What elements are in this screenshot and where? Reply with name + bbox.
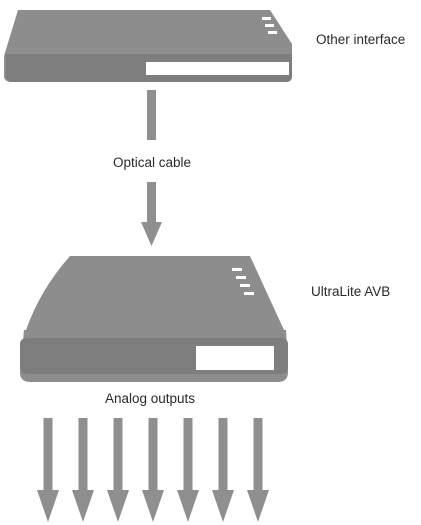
ultralite-avb-device xyxy=(20,256,288,382)
other-interface-device xyxy=(4,10,292,82)
analog-output-arrow xyxy=(247,418,269,522)
other-interface-connector xyxy=(282,62,289,75)
ultralite-avb-vent-slots xyxy=(232,268,254,295)
analog-output-arrow xyxy=(212,418,234,522)
optical-cable-label: Optical cable xyxy=(113,155,191,170)
other-interface-label: Other interface xyxy=(316,32,405,47)
analog-output-arrow xyxy=(142,418,164,522)
other-interface-front-panel xyxy=(146,62,282,75)
analog-output-arrows xyxy=(37,418,269,522)
ultralite-avb-label: UltraLite AVB xyxy=(311,284,390,299)
other-interface-vent-slots xyxy=(262,17,277,34)
analog-output-arrow xyxy=(107,418,129,522)
analog-output-arrow xyxy=(37,418,59,522)
optical-cable-arrow xyxy=(141,182,162,246)
analog-output-arrow xyxy=(177,418,199,522)
analog-outputs-label: Analog outputs xyxy=(105,391,195,406)
analog-output-arrow xyxy=(72,418,94,522)
ultralite-avb-display xyxy=(196,346,274,370)
optical-cable-line-upper xyxy=(147,90,156,140)
ultralite-avb-top xyxy=(26,256,284,330)
